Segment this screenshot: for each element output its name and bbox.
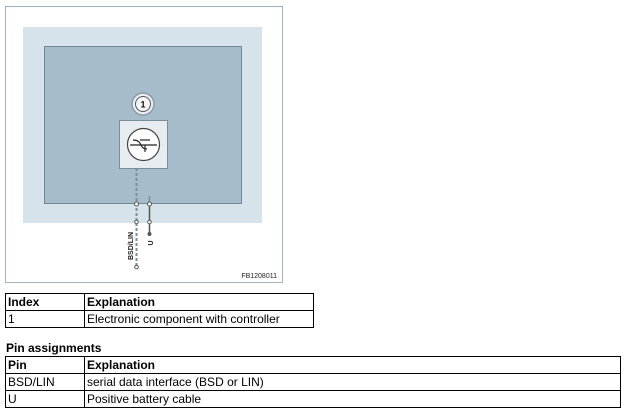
table-row: 1 Electronic component with controller — [5, 310, 314, 328]
index-marker-label: 1 — [140, 100, 145, 110]
wiring-diagram: 1 BSD/LIN U FB1208011 — [5, 6, 283, 283]
table-cell-explanation: serial data interface (BSD or LIN) — [84, 373, 621, 391]
table-row: BSD/LIN serial data interface (BSD or LI… — [5, 373, 621, 391]
index-table: Index Explanation 1 Electronic component… — [5, 293, 314, 328]
wire-end-u — [147, 232, 152, 236]
table-cell-index: 1 — [5, 310, 85, 328]
table-cell-explanation: Electronic component with controller — [84, 310, 314, 328]
pin-label-bsd-lin: BSD/LIN — [128, 232, 135, 260]
figure-code: FB1208011 — [241, 273, 277, 280]
table-header-row: Pin Explanation — [5, 356, 621, 374]
table-cell-pin: BSD/LIN — [5, 373, 85, 391]
pin-assignments-table: Pin Explanation BSD/LIN serial data inte… — [5, 356, 621, 408]
column-header-explanation: Explanation — [84, 293, 314, 311]
column-header-pin: Pin — [5, 356, 85, 374]
wire-end-bsd-lin — [134, 264, 139, 270]
table-cell-explanation: Positive battery cable — [84, 390, 621, 408]
table-row: U Positive battery cable — [5, 390, 621, 408]
pin-assignments-heading: Pin assignments — [6, 341, 102, 355]
column-header-index: Index — [5, 293, 85, 311]
table-header-row: Index Explanation — [5, 293, 314, 311]
connector-pin-bsd-lin-lower — [134, 219, 139, 225]
table-cell-pin: U — [5, 390, 85, 408]
connector-pin-u — [147, 201, 152, 207]
connector-pin-u-lower — [147, 219, 152, 225]
pin-label-u: U — [148, 240, 155, 245]
column-header-explanation: Explanation — [84, 356, 621, 374]
connector-pin-bsd-lin — [134, 201, 139, 207]
transistor-icon — [130, 139, 157, 152]
index-marker — [135, 96, 151, 112]
